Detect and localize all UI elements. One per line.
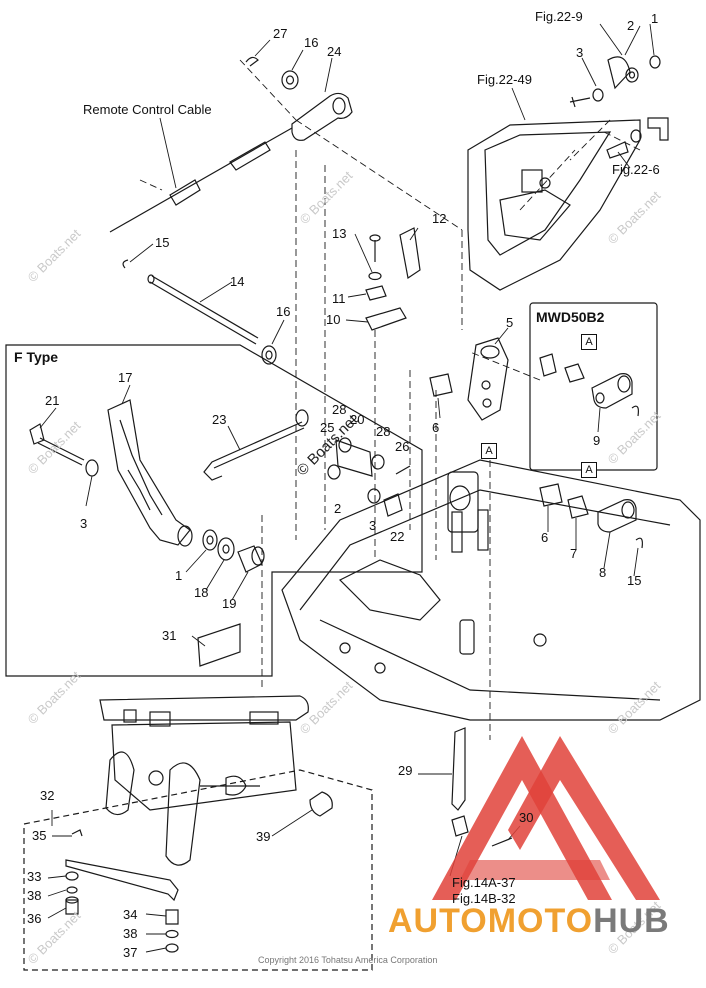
fig-ref-22-9: Fig.22-9	[535, 9, 583, 24]
washer-parts-1-2-3	[569, 55, 661, 108]
guide-lines	[139, 59, 641, 740]
part-number: 3	[369, 518, 377, 533]
part-number: 5	[506, 315, 514, 330]
part-number: 15	[627, 573, 642, 588]
part-number: 27	[273, 26, 288, 41]
part-number: 21	[45, 393, 60, 408]
wire-link-23	[203, 421, 305, 481]
reference-box-a: A	[481, 443, 497, 459]
part-number: 38	[27, 888, 42, 903]
rod-14	[122, 259, 259, 345]
fig-ref-14b-32: Fig.14B-32	[452, 891, 516, 906]
automotohub-logo-text: AUTOMOTOHUB	[388, 902, 670, 941]
part-number: 39	[256, 829, 271, 844]
bolt-21	[29, 423, 85, 466]
cable-joint-24	[291, 92, 353, 141]
part-number: 1	[175, 568, 183, 583]
part-number: 35	[32, 828, 47, 843]
part-number: 19	[222, 596, 237, 611]
part-number: 3	[80, 516, 88, 531]
automotohub-logo-mark	[432, 736, 660, 900]
part-number: 37	[123, 945, 138, 960]
part-number: 2	[627, 18, 635, 33]
lower-control-unit	[99, 695, 333, 866]
callout-remote-control-cable: Remote Control Cable	[83, 102, 212, 117]
callout-mwd50b2: MWD50B2	[536, 309, 605, 325]
lever-fig-22-6	[606, 117, 669, 159]
part-number: 1	[651, 11, 659, 26]
part-number: 30	[519, 810, 534, 825]
part-number: 16	[276, 304, 291, 319]
part-number: 25	[320, 420, 335, 435]
fig-ref-22-6: Fig.22-6	[612, 162, 660, 177]
part-number: 13	[332, 226, 347, 241]
part-number: 3	[576, 45, 584, 60]
lower-right-parts	[539, 483, 643, 549]
shift-lever-5	[467, 337, 509, 421]
bracket-parts-10-13	[365, 227, 421, 331]
part-number: 10	[326, 312, 341, 327]
part-number: 28	[376, 424, 391, 439]
fig-ref-22-49: Fig.22-49	[477, 72, 532, 87]
part-number: 18	[194, 585, 209, 600]
part-number: 7	[570, 546, 578, 561]
reference-box-a: A	[581, 334, 597, 350]
part-number: 28	[332, 402, 347, 417]
part-number: 12	[432, 211, 447, 226]
part-number: 31	[162, 628, 177, 643]
part-number: 2	[334, 501, 342, 516]
washer-18	[217, 537, 235, 561]
mwd50b2-parts	[539, 353, 639, 417]
fig-ref-14a-37: Fig.14A-37	[452, 875, 516, 890]
part-number: 9	[593, 433, 601, 448]
part-number: 34	[123, 907, 138, 922]
part-number: 26	[395, 439, 410, 454]
part-number: 33	[27, 869, 42, 884]
part-number: 17	[118, 370, 133, 385]
part-number: 11	[332, 291, 346, 306]
reference-box-a: A	[581, 462, 597, 478]
part-number: 23	[212, 412, 227, 427]
part-number: 6	[541, 530, 549, 545]
linkage-parts-center	[295, 409, 411, 517]
washer-1	[202, 529, 218, 551]
part-number: 15	[155, 235, 170, 250]
part-number: 20	[350, 412, 365, 427]
washer-16-mid	[261, 345, 277, 365]
part-number: 24	[327, 44, 342, 59]
label-plate-31	[197, 623, 241, 667]
part-number: 14	[230, 274, 245, 289]
remote-lever-17	[107, 399, 193, 547]
leader-lines	[39, 23, 655, 953]
washer-16-top	[281, 70, 299, 90]
copyright-notice: Copyright 2016 Tohatsu America Corporati…	[258, 955, 438, 965]
part-32-dashed-frame	[23, 769, 373, 971]
bushing-19	[237, 545, 263, 573]
part-number: 36	[27, 911, 42, 926]
logo-text-part1: AUTOMOTO	[388, 902, 594, 940]
part-number: 8	[599, 565, 607, 580]
callout-f-type: F Type	[14, 349, 59, 365]
logo-text-part2: HUB	[593, 902, 670, 940]
part-number: 38	[123, 926, 138, 941]
part-number: 16	[304, 35, 319, 50]
remote-control-cable	[109, 127, 293, 233]
part-number: 6	[432, 420, 440, 435]
washer-3-left	[85, 459, 99, 477]
lower-casing	[281, 459, 701, 721]
part-number: 32	[40, 788, 55, 803]
part-number: 29	[398, 763, 413, 778]
part-number: 22	[390, 529, 405, 544]
bushing-6-upper	[429, 373, 453, 397]
upper-bracket	[467, 119, 641, 291]
clip-27	[245, 56, 259, 67]
f-type-frame	[5, 344, 423, 677]
